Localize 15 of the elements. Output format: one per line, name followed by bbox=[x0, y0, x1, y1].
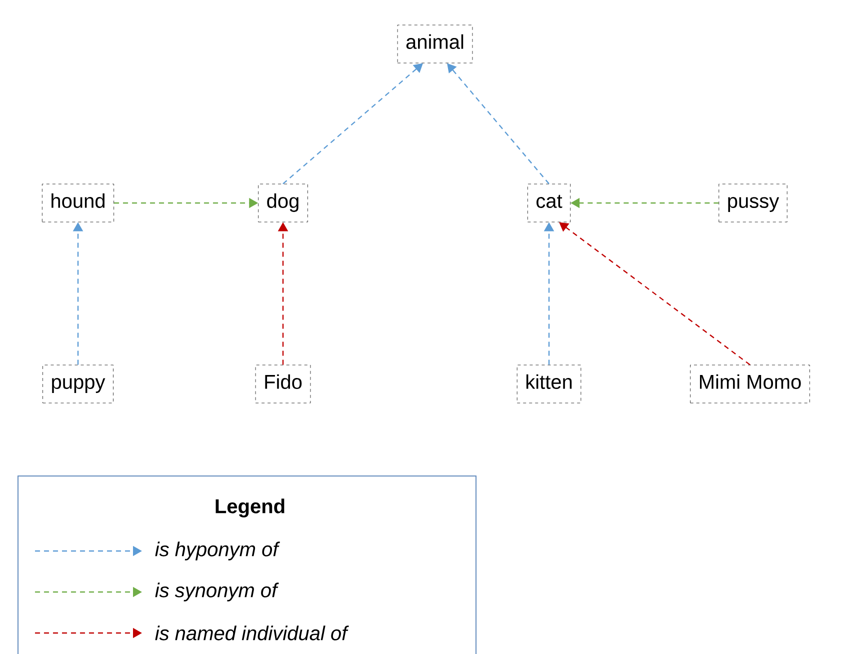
term-box: dog bbox=[258, 184, 308, 222]
term-box: animal bbox=[397, 24, 473, 64]
term-box: Mimi Momo bbox=[690, 364, 810, 404]
term-box: Fido bbox=[255, 364, 311, 404]
arrow bbox=[559, 222, 750, 366]
legend-text: is hyponym of bbox=[155, 542, 280, 560]
legend-text: is named individual of bbox=[155, 626, 349, 640]
legend-title: Legend bbox=[216, 498, 284, 518]
term-box: kitten bbox=[516, 364, 582, 404]
arrow bbox=[282, 63, 423, 184]
term-box: pussy bbox=[718, 184, 788, 222]
term-box: puppy bbox=[42, 364, 114, 404]
term-box: hound bbox=[42, 184, 114, 222]
legend-text: is synonym of bbox=[155, 582, 279, 602]
term-box: cat bbox=[527, 184, 571, 222]
